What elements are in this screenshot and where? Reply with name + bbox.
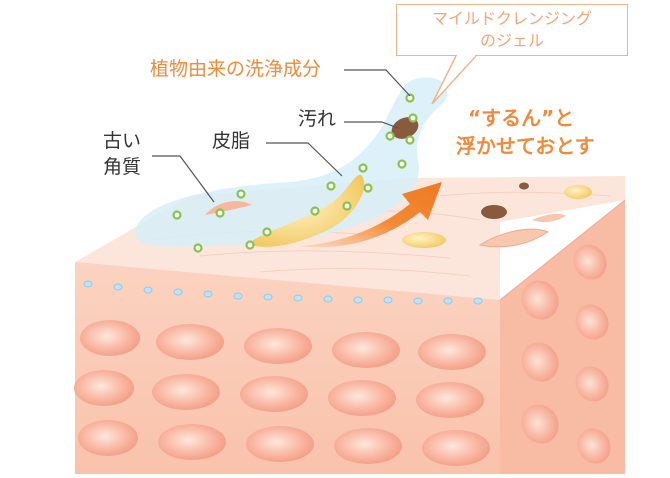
gel-callout-line2: のジェル: [479, 31, 544, 50]
skin-cells: [74, 320, 490, 466]
callout-pointer: [431, 55, 477, 105]
effect-label-1: “するん”と: [468, 106, 575, 130]
lift-arrow: [298, 182, 442, 248]
old-cells-label-1: 古い: [103, 130, 142, 152]
dirt-surface-2: [519, 182, 529, 190]
sebum-label: 皮脂: [212, 130, 251, 152]
ingredient-label: 植物由来の洗浄成分: [150, 58, 322, 80]
dirt-surface-1: [481, 205, 507, 219]
dirt-label: 汚れ: [298, 108, 337, 130]
effect-label-2: 浮かせておとす: [456, 134, 595, 158]
old-cells-label-2: 角質: [103, 156, 142, 178]
sebum-surface-2: [564, 185, 592, 199]
gel-callout-line1: マイルドクレンジング: [431, 9, 592, 28]
leader-lines: [152, 69, 411, 203]
cleansing-gel: [134, 77, 448, 247]
skin-front-face: [75, 262, 500, 474]
ingredient-bubbles: [172, 93, 418, 253]
corneum-dots: [83, 280, 483, 305]
sebum-blob: [248, 174, 365, 247]
dirt-particle: [391, 117, 419, 139]
sebum-surface-1: [402, 232, 446, 248]
gel-callout-box: マイルドクレンジング のジェル: [396, 4, 628, 56]
